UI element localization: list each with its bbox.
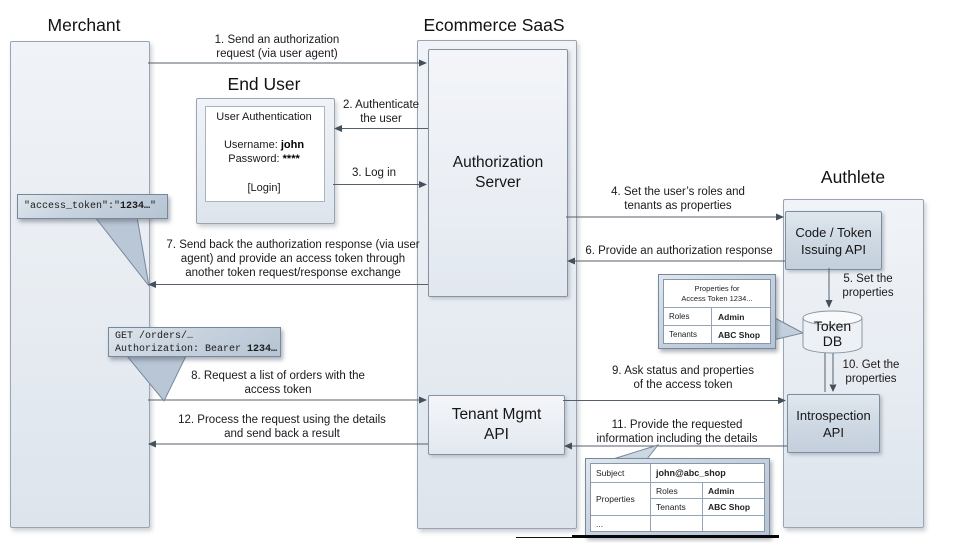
access-token-text: "access_token":"	[24, 201, 121, 212]
step-12-label: 12. Process the request using the detail…	[178, 414, 386, 440]
table-shadow	[572, 535, 779, 538]
ecommerce-saas-title: Ecommerce SaaS	[423, 15, 565, 35]
end-user-title: End User	[227, 74, 301, 94]
token-db-label: Token DB	[813, 318, 852, 349]
subject-value: john@abc_shop	[651, 464, 764, 483]
introspection-api-box: Introspection API	[787, 394, 880, 453]
username-field: Username: john	[224, 139, 304, 151]
property-key: Roles	[651, 483, 703, 499]
token-properties-header: Properties for Access Token 1234...	[664, 280, 770, 308]
merchant-title: Merchant	[47, 15, 121, 35]
table-row: Roles Admin	[664, 308, 770, 325]
bearer-token: 1234…	[247, 344, 278, 355]
step-6-label: 6. Provide an authorization response	[585, 245, 773, 257]
code-token-issuing-api-box: Code / Token Issuing API	[785, 211, 882, 270]
step-2-label: 2. Authenticate the user	[342, 99, 420, 125]
table-row: Tenants ABC Shop	[664, 325, 770, 343]
password-field: Password: ****	[228, 153, 300, 165]
introspection-details-table: Subject john@abc_shop Properties Roles A…	[590, 463, 765, 532]
step-7-label: 7. Send back the authorization response …	[166, 239, 420, 279]
username-label: Username:	[223, 139, 281, 151]
introspection-details-callout-tail	[612, 444, 660, 460]
step-3-label: 3. Log in	[351, 167, 397, 179]
step-9-label: 9. Ask status and properties of the acce…	[612, 365, 754, 391]
merchant-lifeline-box	[10, 41, 150, 528]
step-4-label: 4. Set the user’s roles and tenants as p…	[611, 186, 745, 212]
access-token-close-quote: "	[150, 201, 157, 212]
table-shadow-thin	[516, 537, 574, 538]
token-properties-callout: Properties for Access Token 1234... Role…	[658, 274, 776, 349]
authorization-server-box: Authorization Server	[428, 49, 568, 297]
tenant-mgmt-api-box: Tenant Mgmt API	[428, 395, 565, 455]
ellipsis-cell: ...	[591, 516, 651, 531]
password-value: ****	[282, 153, 300, 165]
token-properties-table: Properties for Access Token 1234... Role…	[663, 279, 771, 344]
step-8-label: 8. Request a list of orders with the acc…	[191, 370, 365, 396]
introspection-details-callout: Subject john@abc_shop Properties Roles A…	[585, 458, 770, 537]
property-key: Roles	[664, 308, 712, 325]
property-key: Tenants	[651, 499, 703, 516]
properties-label: Properties	[591, 483, 651, 516]
empty-cell	[651, 516, 703, 531]
username-value: john	[280, 139, 305, 151]
bearer-prefix: Authorization: Bearer	[115, 344, 248, 355]
access-token-value: 1234…	[120, 201, 151, 212]
subject-label: Subject	[591, 464, 651, 483]
property-key: Tenants	[664, 326, 712, 343]
user-authentication-heading: User Authentication	[216, 111, 312, 123]
get-orders-callout: GET /orders/… Authorization: Bearer 1234…	[108, 327, 281, 357]
property-value: ABC Shop	[703, 499, 764, 516]
property-value: ABC Shop	[718, 329, 761, 340]
property-value: Admin	[703, 483, 764, 499]
user-authentication-form	[205, 106, 325, 202]
http-request-line: GET /orders/…	[115, 331, 194, 342]
step-5-label: 5. Set the properties	[842, 273, 894, 299]
property-value: Admin	[718, 311, 745, 322]
authorization-header-line: Authorization: Bearer 1234…	[115, 343, 280, 356]
empty-cell	[703, 516, 764, 531]
step-11-label: 11. Provide the requested information in…	[596, 419, 758, 445]
password-label: Password:	[228, 153, 283, 165]
access-token-callout: "access_token":"1234…"	[17, 194, 168, 219]
login-button: [Login]	[247, 182, 281, 194]
step-1-label: 1. Send an authorization request (via us…	[214, 34, 340, 60]
authlete-title: Authlete	[820, 167, 886, 187]
step-10-label: 10. Get the properties	[842, 359, 900, 385]
